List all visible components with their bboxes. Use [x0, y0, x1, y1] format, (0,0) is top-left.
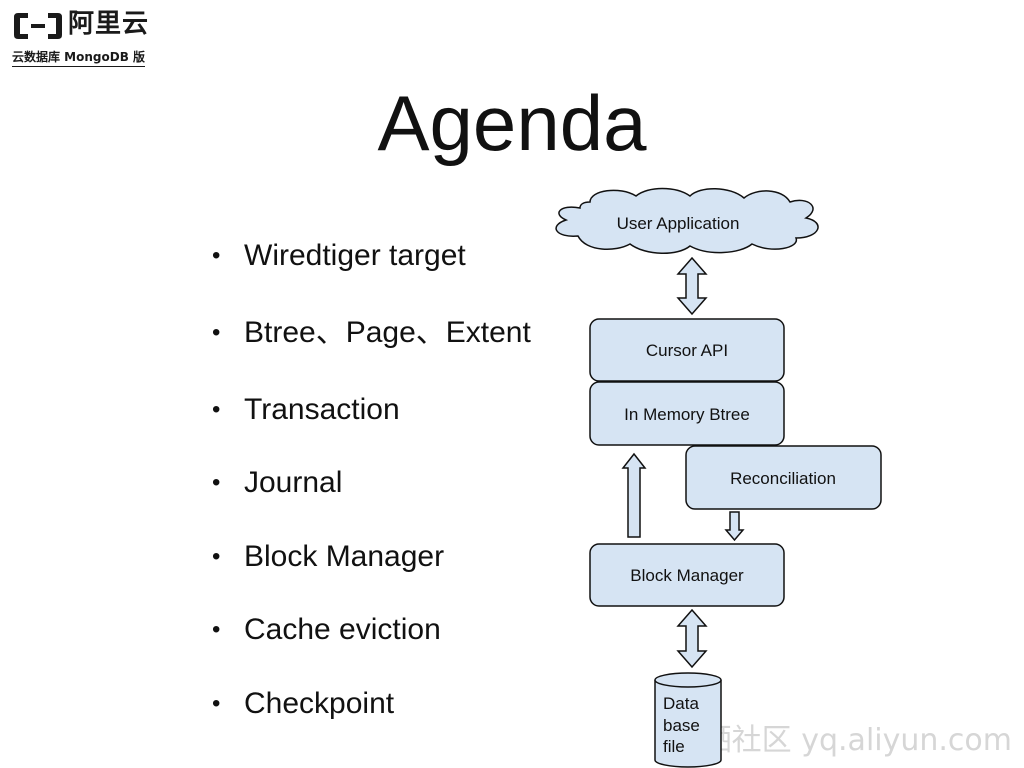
bullet-dot-icon: • — [212, 690, 221, 717]
brand-name: 阿里云 — [68, 9, 150, 39]
user-application-label: User Application — [617, 214, 740, 233]
bullet-dot-icon: • — [212, 396, 221, 423]
up-arrow-icon — [621, 452, 647, 538]
cursor-api-label: Cursor API — [646, 341, 728, 360]
aliyun-logo-icon — [14, 13, 62, 39]
database-file-line-1: Data — [663, 694, 699, 713]
bullet-dot-icon: • — [212, 319, 221, 346]
page-title: Agenda — [377, 79, 647, 167]
watermark: 云栖社区 yq.aliyun.com — [672, 723, 1012, 758]
cloud-shape — [555, 187, 819, 254]
down-arrow-icon — [724, 511, 745, 542]
reconciliation-box: Reconciliation — [685, 445, 882, 510]
bullet-dot-icon: • — [212, 242, 221, 269]
database-file-cylinder: Data base file — [654, 672, 722, 768]
cylinder-top — [654, 672, 722, 688]
in-memory-btree-box: In Memory Btree — [589, 381, 785, 446]
brand-logo: 阿里云 云数据库 MongoDB 版 — [12, 8, 162, 70]
user-application-cloud: User Application — [555, 187, 819, 254]
reconciliation-label: Reconciliation — [730, 469, 836, 488]
cursor-api-box: Cursor API — [589, 318, 785, 382]
bullet-dot-icon: • — [212, 469, 221, 496]
block-manager-label: Block Manager — [630, 566, 744, 585]
double-arrow-icon — [676, 608, 708, 669]
in-memory-btree-label: In Memory Btree — [624, 405, 750, 424]
brand-subtitle: 云数据库 MongoDB 版 — [12, 48, 146, 67]
database-file-line-3: file — [663, 737, 685, 756]
block-manager-box: Block Manager — [589, 543, 785, 607]
bullet-dot-icon: • — [212, 616, 221, 643]
bullet-dot-icon: • — [212, 543, 221, 570]
double-arrow-icon — [676, 256, 708, 316]
cylinder-body — [654, 680, 722, 768]
database-file-line-2: base — [663, 716, 700, 735]
